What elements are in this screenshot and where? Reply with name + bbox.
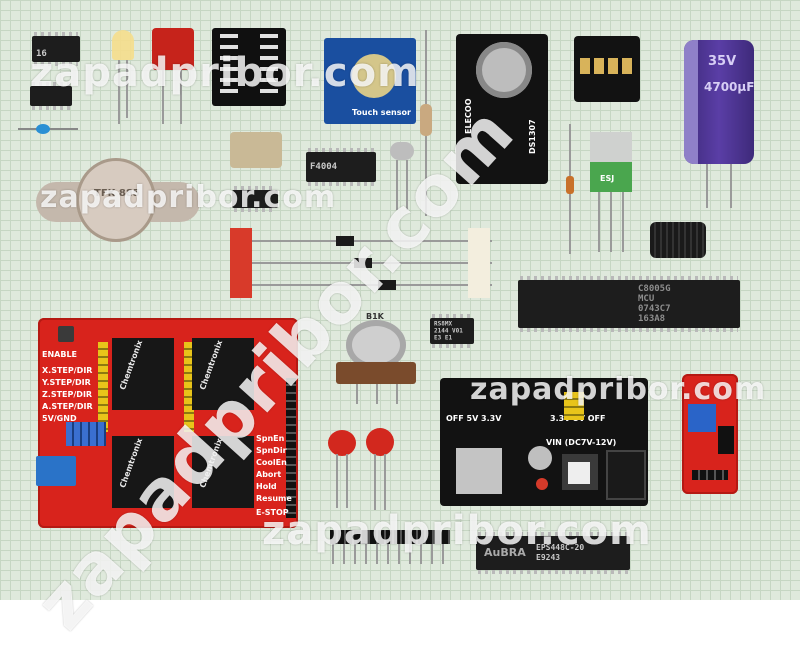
- watermark: zapadpribor.com: [40, 180, 337, 215]
- smd-ic: 16: [32, 32, 80, 66]
- smd-ic-small: [30, 82, 72, 110]
- touch-sensor-module: Touch sensor: [324, 38, 416, 124]
- varistor-right: [366, 428, 394, 512]
- small-dip-ic: [232, 186, 278, 212]
- to3-transistor: TFK 885: [36, 158, 200, 242]
- red-film-capacitor: [152, 28, 194, 128]
- sensor-module: [682, 374, 738, 494]
- cnc-shield: ENABLE X.STEP/DIR Y.STEP/DIR Z.STEP/DIR …: [36, 318, 298, 528]
- small-diode: [566, 124, 574, 254]
- potentiometer: B1K: [336, 312, 416, 404]
- breadboard-power-module: OFF 5V 3.3V 3.3V 5V OFF VIN (DC7V-12V): [440, 378, 648, 506]
- varistor-left: [328, 430, 356, 510]
- green-transistor: ESJ: [590, 132, 632, 254]
- dip-ic-center: F4004: [306, 148, 376, 186]
- inductor: [650, 222, 706, 258]
- watermark: zapadpribor.com: [470, 372, 767, 407]
- small-smd-chip: RS8MX 2144 V01 E3 E1: [430, 314, 474, 348]
- diode-strip: [230, 228, 492, 298]
- rtc-module: ELECOO DS1307: [456, 34, 548, 184]
- large-dip-chip: C8005G MCU 0743C7 163A8: [518, 276, 740, 332]
- yellow-led: [112, 30, 134, 126]
- pin-header-strip: [330, 530, 450, 566]
- bottom-chip: EPS448C-20 E9243 AuBRA: [476, 532, 630, 574]
- watermark: zapadpribor.com: [30, 50, 420, 96]
- trimmer-array: [574, 36, 640, 102]
- ic-socket: [212, 28, 286, 106]
- electrolytic-capacitor: 35V 4700µF: [684, 40, 754, 210]
- blue-capacitor: [18, 124, 78, 134]
- metal-relay: [230, 132, 282, 168]
- vertical-resistor: [420, 30, 432, 216]
- to92-transistor: [390, 142, 414, 212]
- watermark: zapadpribor.com: [262, 508, 652, 554]
